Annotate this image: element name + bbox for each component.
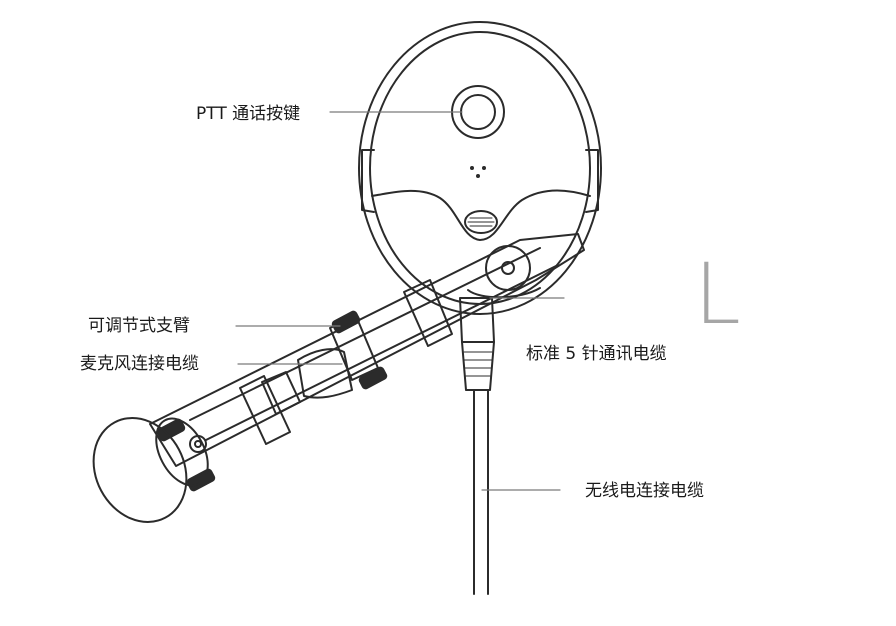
leader-lines	[235, 111, 565, 491]
mic-cable-label: 麦克风连接电缆	[80, 354, 199, 374]
adjustment-knob-icon	[156, 310, 388, 492]
microphone-capsule	[92, 417, 209, 523]
left-side-mark: L	[694, 245, 741, 343]
pivot-joint	[467, 245, 541, 299]
indicator-icon	[470, 166, 486, 178]
ear-cup	[358, 21, 602, 315]
adjustable-arm-label: 可调节式支臂	[88, 316, 190, 336]
ptt-button-label: PTT 通话按键	[196, 104, 301, 124]
standard-cable-label: 标准 5 针通讯电缆	[526, 344, 667, 364]
wireless-cable	[473, 389, 489, 595]
wireless-cable-label: 无线电连接电缆	[585, 481, 704, 501]
boom-arm	[149, 233, 585, 467]
speaker-grille-icon	[464, 210, 498, 234]
cable-connector	[459, 297, 495, 391]
